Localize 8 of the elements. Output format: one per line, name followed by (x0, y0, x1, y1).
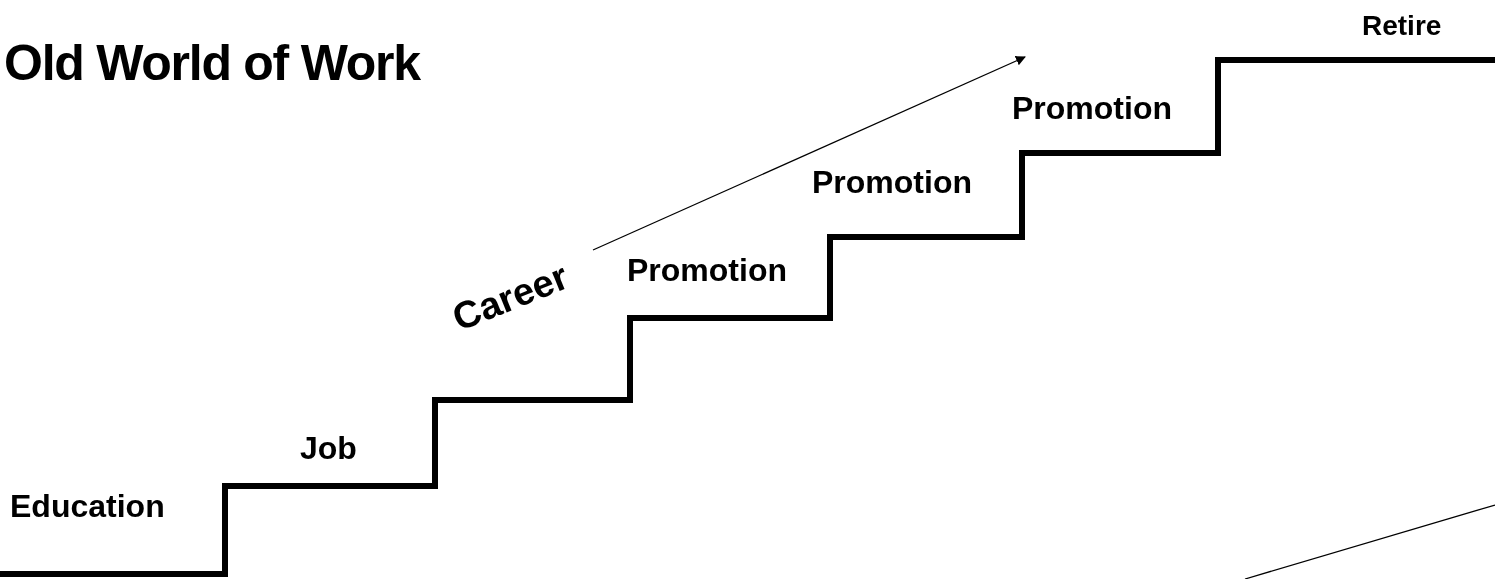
step-label: Promotion (627, 254, 787, 286)
title: Old World of Work (4, 38, 420, 88)
step-label: Promotion (812, 166, 972, 198)
step-label: Promotion (1012, 92, 1172, 124)
step-label: Career (447, 256, 574, 338)
step-label: Education (10, 490, 165, 522)
step-label: Retire (1362, 12, 1442, 40)
step-label: Job (300, 432, 357, 464)
